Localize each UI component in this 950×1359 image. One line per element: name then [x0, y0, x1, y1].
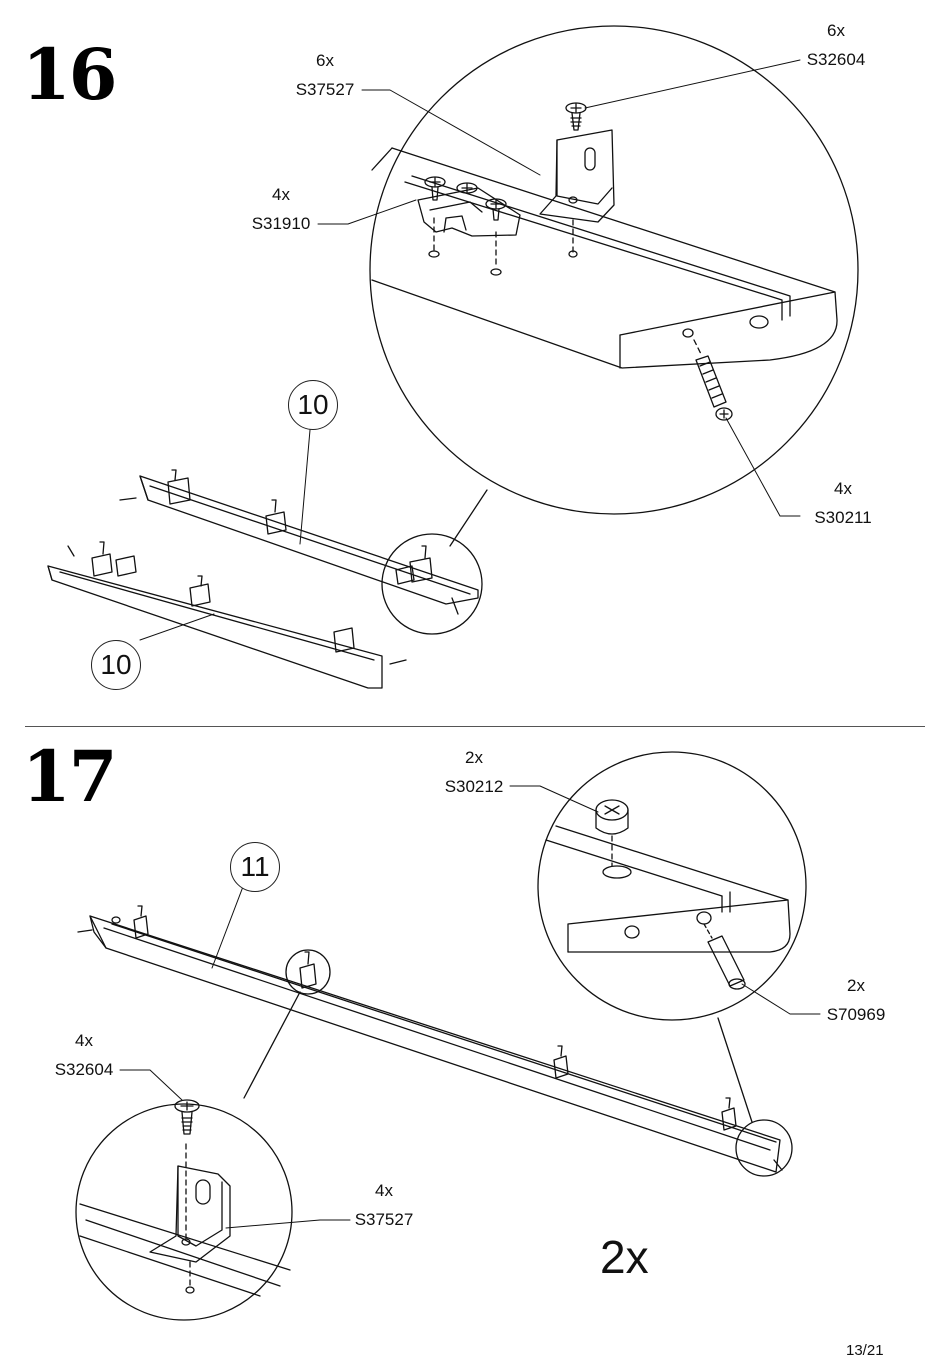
step17-part1-code: S30212: [444, 777, 504, 796]
step16-part4-code: S30211: [814, 508, 872, 527]
step16-part2-qty: 6x: [316, 51, 334, 70]
step16-detail-circle: [369, 25, 859, 547]
step17-part3-qty: 4x: [75, 1031, 93, 1050]
step16-leaders: [139, 59, 801, 641]
step17-part1-qty: 2x: [465, 748, 483, 767]
step17-board: [77, 883, 793, 1177]
step17-part4-qty: 4x: [375, 1181, 393, 1200]
page-number: 13/21: [846, 1342, 884, 1359]
step17-part3-code: S32604: [54, 1060, 114, 1079]
step-divider: [25, 726, 925, 727]
step17-part-bubble: 11: [230, 842, 280, 892]
step16-part1-qty: 6x: [827, 21, 845, 40]
step17-detail-bottom: [75, 1069, 351, 1321]
step17-part4-code: S37527: [354, 1210, 414, 1229]
step16-part1-code: S32604: [806, 50, 866, 69]
step17-detail-top: [509, 751, 821, 1021]
step16-part2-code: S37527: [295, 80, 355, 99]
step16-part-bubble-lower: 10: [91, 640, 141, 690]
step16-boards: [47, 469, 483, 689]
step17-part2-code: S70969: [826, 1005, 886, 1024]
step17-part2-qty: 2x: [847, 976, 865, 995]
step17-repeat-count: 2x: [600, 1231, 649, 1283]
step16-part-bubble-upper: 10: [288, 380, 338, 430]
step16-part4-qty: 4x: [834, 479, 852, 498]
step16-part3-code: S31910: [251, 214, 311, 233]
step16-part3-qty: 4x: [272, 185, 290, 204]
step16-number: 16: [22, 33, 117, 116]
step17-number: 17: [22, 735, 117, 818]
